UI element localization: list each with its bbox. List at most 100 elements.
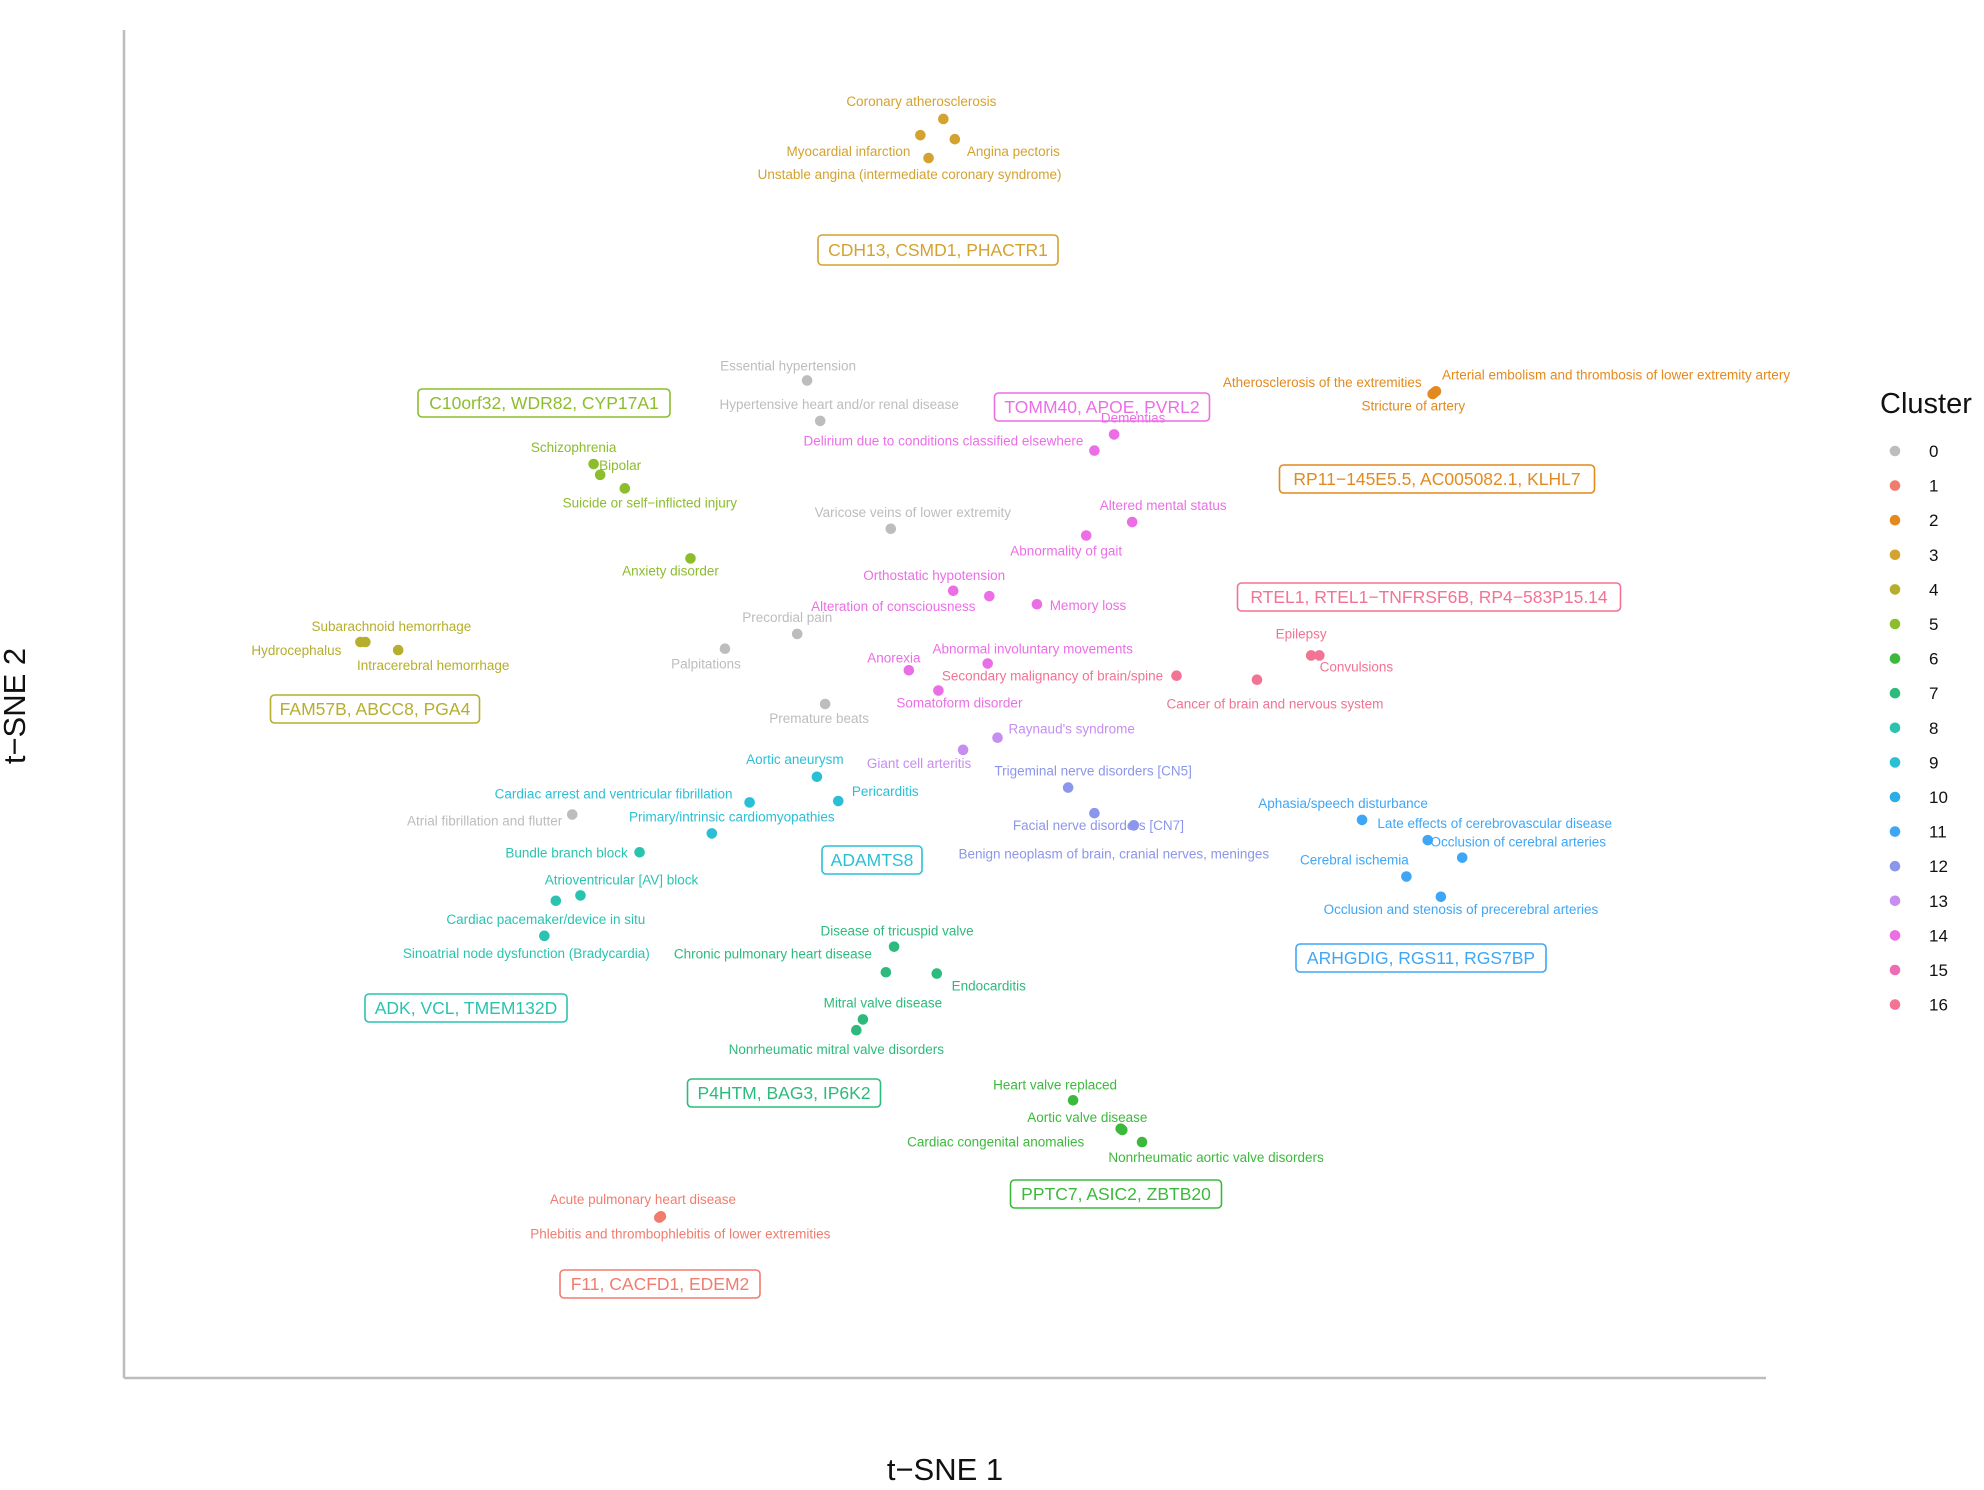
point-label: Altered mental status bbox=[1100, 498, 1227, 513]
points bbox=[355, 113, 1468, 1223]
gene-box-label: C10orf32, WDR82, CYP17A1 bbox=[429, 393, 659, 413]
point-label: Premature beats bbox=[769, 711, 869, 726]
data-point bbox=[1429, 387, 1440, 398]
data-point bbox=[819, 698, 831, 710]
point-label: Varicose veins of lower extremity bbox=[815, 505, 1012, 520]
gene-box-label: ADK, VCL, TMEM132D bbox=[375, 998, 558, 1018]
legend-label: 6 bbox=[1929, 650, 1938, 669]
legend-title: Cluster bbox=[1880, 388, 1972, 420]
gene-box-border bbox=[417, 388, 671, 418]
gene-box-border bbox=[559, 1269, 761, 1299]
point-label: Abnormality of gait bbox=[1010, 544, 1122, 559]
gene-box-cluster-14: TOMM40, APOE, PVRL2 bbox=[993, 392, 1211, 422]
legend-key-cluster-14 bbox=[1889, 930, 1901, 941]
point-label: Aortic valve disease bbox=[1027, 1110, 1147, 1125]
legend-label: 8 bbox=[1929, 719, 1938, 738]
gene-box-cluster-1: F11, CACFD1, EDEM2 bbox=[559, 1269, 761, 1299]
gene-box-label: ARHGDIG, RGS11, RGS7BP bbox=[1307, 948, 1535, 968]
data-point bbox=[594, 469, 606, 481]
point-label: Atherosclerosis of the extremities bbox=[1223, 375, 1422, 390]
data-point bbox=[888, 941, 900, 952]
data-point bbox=[1456, 852, 1468, 863]
legend-key-cluster-3 bbox=[1889, 549, 1901, 561]
point-label: Delirium due to conditions classified el… bbox=[804, 434, 1084, 449]
legend-key-cluster-8 bbox=[1889, 722, 1901, 734]
data-point bbox=[982, 658, 993, 669]
data-point bbox=[1080, 530, 1092, 541]
legend-label: 16 bbox=[1929, 996, 1948, 1015]
legend-key-cluster-16 bbox=[1889, 999, 1901, 1010]
data-point bbox=[923, 152, 934, 164]
point-label: Benign neoplasm of brain, cranial nerves… bbox=[958, 846, 1269, 861]
gene-box-label: FAM57B, ABCC8, PGA4 bbox=[280, 699, 471, 719]
legend-key-cluster-10 bbox=[1889, 791, 1901, 803]
gene-box-border bbox=[993, 392, 1211, 422]
point-label: Angina pectoris bbox=[967, 144, 1060, 159]
data-point bbox=[588, 458, 599, 470]
legend-label: 13 bbox=[1929, 892, 1948, 911]
data-point bbox=[685, 553, 696, 564]
point-label: Myocardial infarction bbox=[787, 144, 911, 159]
data-point bbox=[1031, 598, 1043, 610]
point-label: Atrioventricular [AV] block bbox=[545, 872, 699, 887]
data-point bbox=[1089, 445, 1100, 456]
gene-box-cluster-5: C10orf32, WDR82, CYP17A1 bbox=[417, 388, 671, 418]
gene-box-cluster-9: ADAMTS8 bbox=[821, 845, 923, 875]
legend-key-cluster-6 bbox=[1889, 653, 1901, 664]
point-label: Schizophrenia bbox=[531, 440, 617, 455]
point-label: Sinoatrial node dysfunction (Bradycardia… bbox=[403, 946, 650, 961]
data-point bbox=[814, 415, 826, 427]
point-label: Mitral valve disease bbox=[824, 995, 943, 1010]
point-label: Cardiac pacemaker/device in situ bbox=[446, 912, 645, 927]
data-point bbox=[1067, 1095, 1079, 1106]
point-label: Cancer of brain and nervous system bbox=[1167, 697, 1384, 712]
legend-label: 2 bbox=[1929, 511, 1938, 530]
gene-box-label: F11, CACFD1, EDEM2 bbox=[571, 1274, 750, 1294]
data-point bbox=[634, 846, 645, 858]
point-label: Cardiac congenital anomalies bbox=[907, 1135, 1084, 1150]
data-point bbox=[719, 643, 731, 655]
point-label: Convulsions bbox=[1320, 659, 1394, 674]
point-label: Memory loss bbox=[1050, 598, 1127, 613]
legend-label: 0 bbox=[1929, 442, 1938, 461]
gene-box-border bbox=[1009, 1179, 1223, 1209]
legend-label: 7 bbox=[1929, 684, 1938, 703]
point-label: Giant cell arteritis bbox=[867, 756, 972, 771]
data-point bbox=[539, 930, 550, 942]
gene-box-cluster-11: ARHGDIG, RGS11, RGS7BP bbox=[1295, 943, 1547, 973]
data-point bbox=[566, 809, 578, 820]
legend-label: 5 bbox=[1929, 615, 1938, 634]
point-label: Disease of tricuspid valve bbox=[821, 924, 974, 939]
legend-label: 9 bbox=[1929, 753, 1938, 772]
gene-box-label: PPTC7, ASIC2, ZBTB20 bbox=[1021, 1184, 1211, 1204]
point-label: Bundle branch block bbox=[505, 845, 628, 860]
legend-label: 10 bbox=[1929, 788, 1948, 807]
gene-box-label: ADAMTS8 bbox=[831, 850, 914, 870]
point-label: Dementias bbox=[1101, 410, 1166, 425]
legend-key-cluster-9 bbox=[1889, 757, 1901, 768]
data-point bbox=[1126, 516, 1138, 528]
point-label: Somatoform disorder bbox=[896, 696, 1023, 711]
data-point bbox=[1251, 674, 1263, 686]
data-point bbox=[1108, 429, 1120, 440]
legend-label: 14 bbox=[1929, 926, 1948, 945]
data-point bbox=[1435, 891, 1447, 903]
legend-label: 15 bbox=[1929, 961, 1948, 980]
legend-label: 11 bbox=[1929, 823, 1947, 842]
gene-box-label: TOMM40, APOE, PVRL2 bbox=[1004, 397, 1199, 417]
data-point bbox=[880, 966, 892, 978]
data-point bbox=[801, 375, 813, 386]
point-label: Coronary atherosclerosis bbox=[846, 94, 996, 109]
point-label: Orthostatic hypotension bbox=[863, 568, 1005, 583]
point-label: Aortic aneurysm bbox=[746, 752, 844, 767]
data-point bbox=[1401, 871, 1412, 882]
data-point bbox=[575, 890, 586, 901]
point-label: Subarachnoid hemorrhage bbox=[311, 619, 471, 634]
point-label: Abnormal involuntary movements bbox=[933, 642, 1134, 657]
gene-box-border bbox=[269, 694, 481, 724]
point-label: Atrial fibrillation and flutter bbox=[407, 814, 563, 829]
data-point bbox=[653, 1212, 665, 1223]
gene-box-border bbox=[364, 993, 568, 1023]
